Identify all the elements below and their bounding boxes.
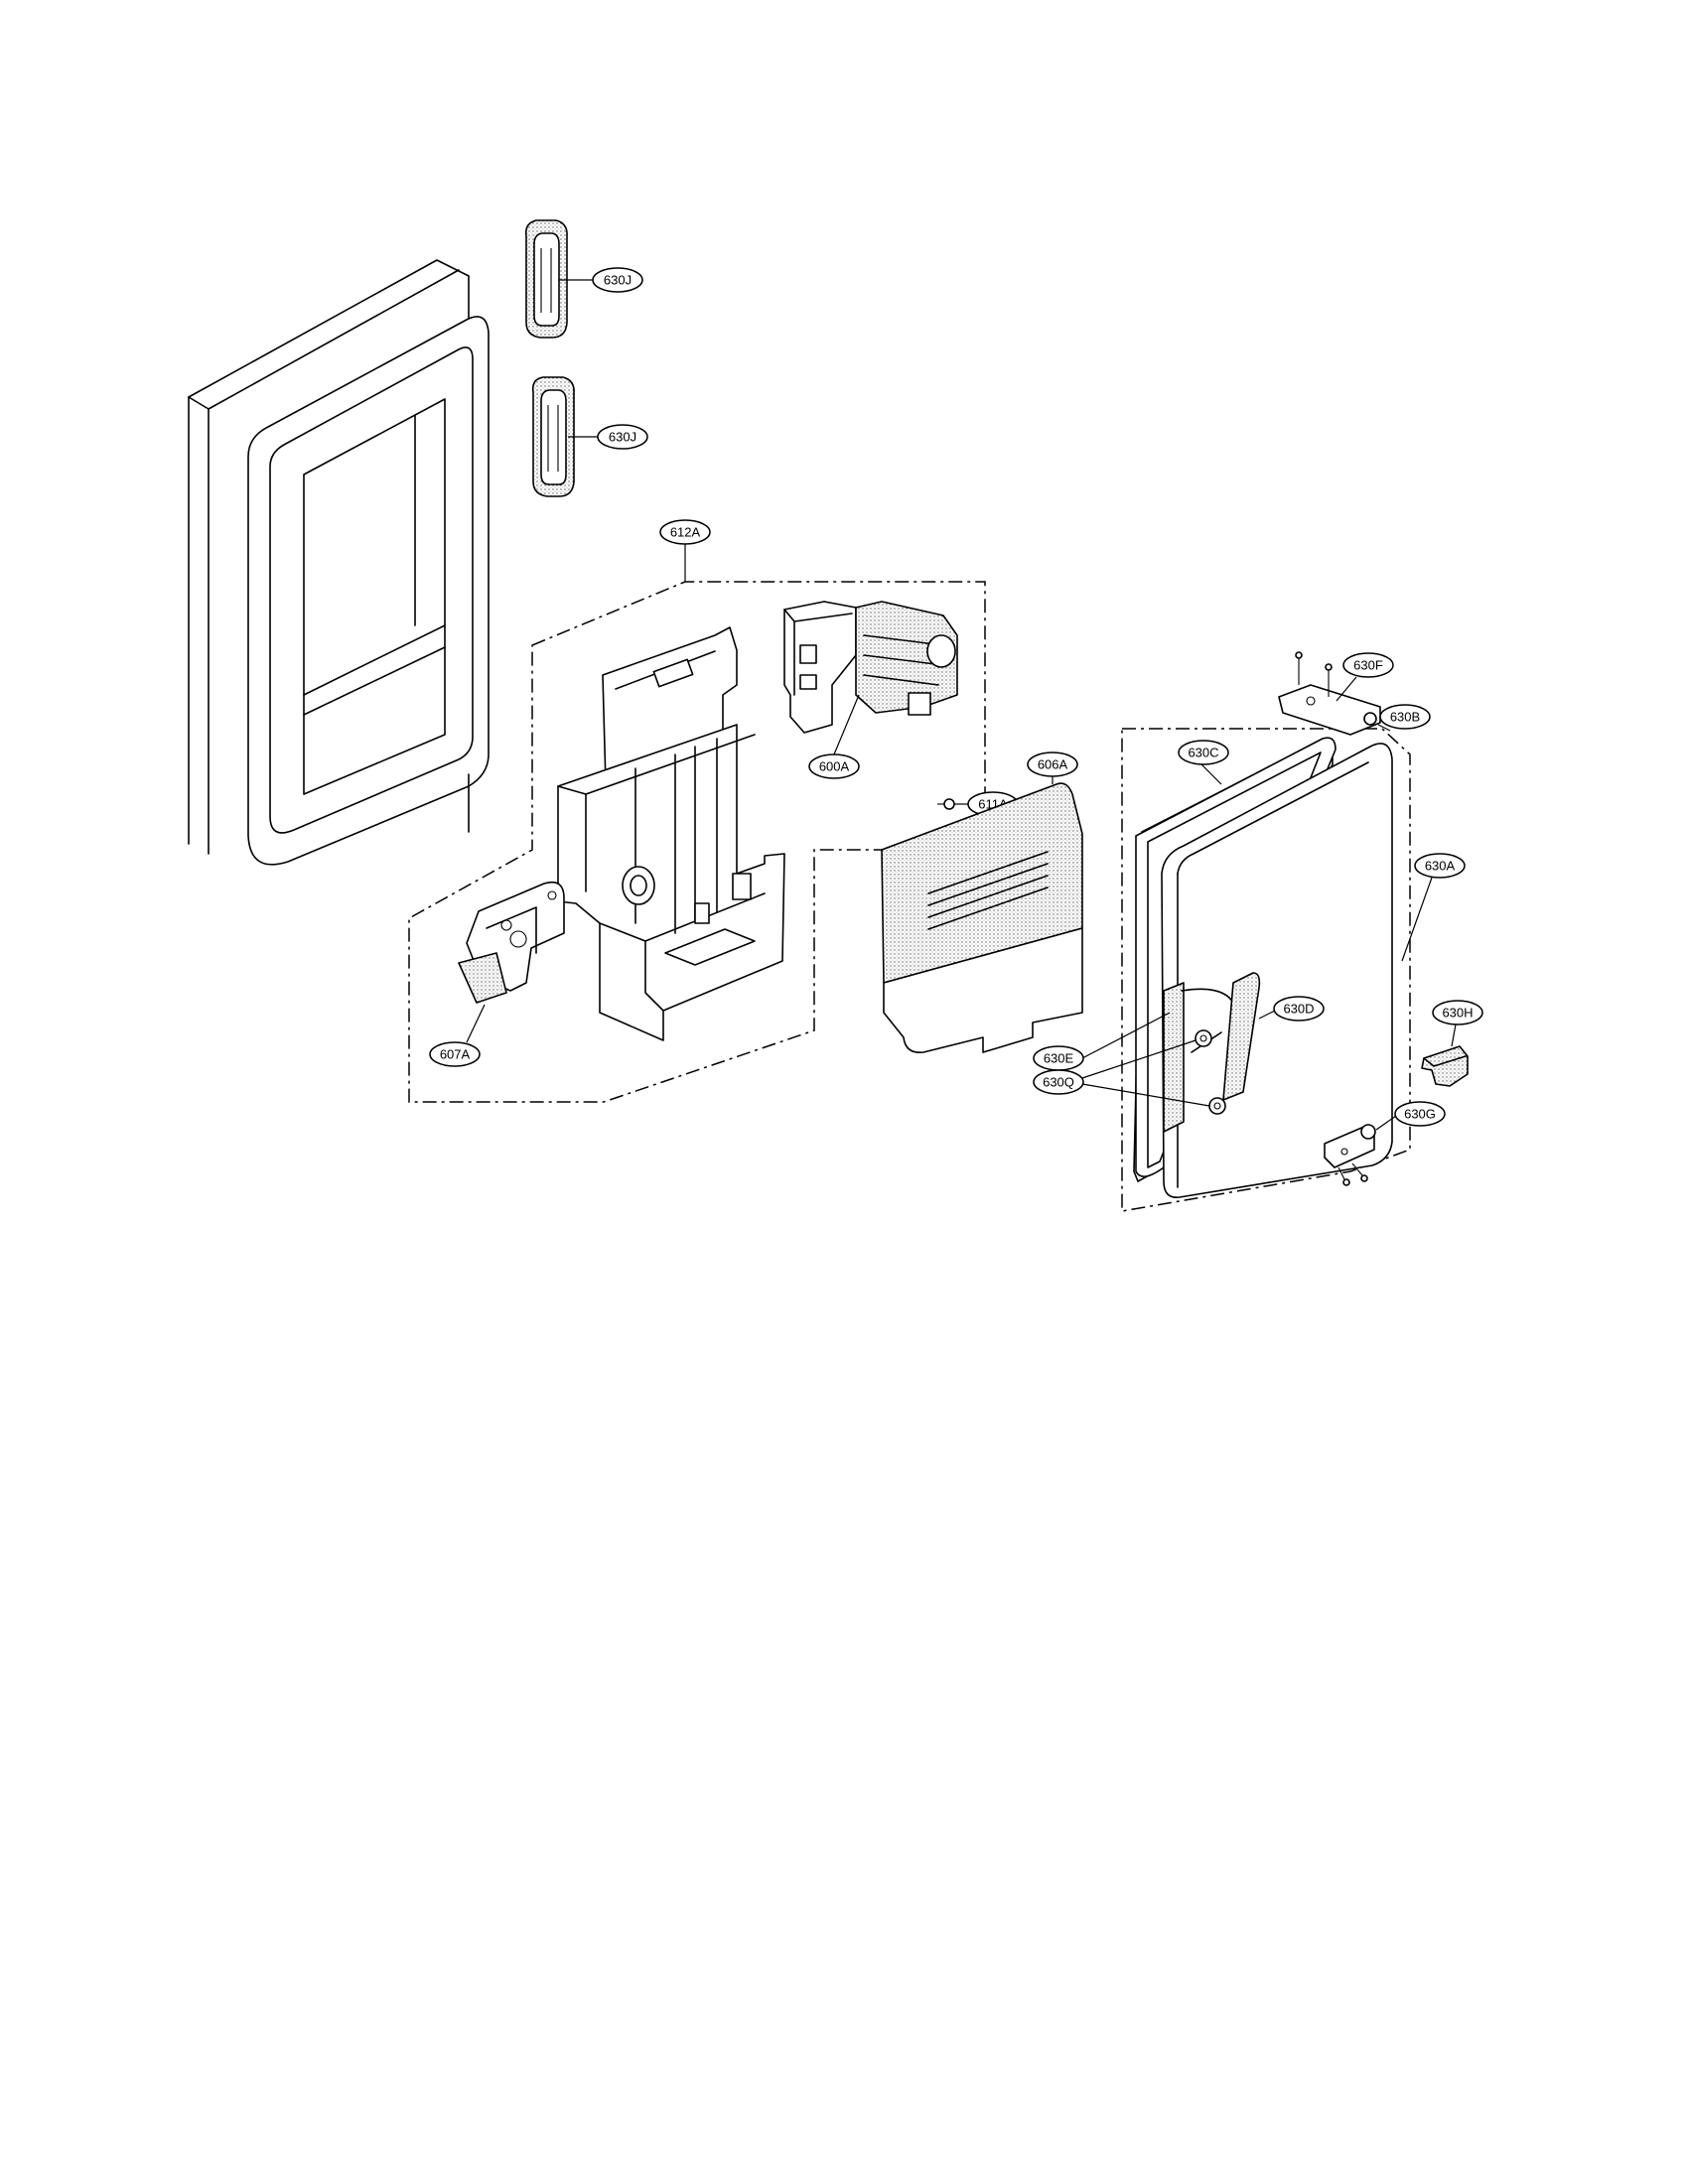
callout-630d-label: 630D bbox=[1283, 1002, 1314, 1017]
callout-630h: 630H bbox=[1432, 1000, 1483, 1025]
callout-630f-label: 630F bbox=[1353, 658, 1383, 673]
part-630g-lower-hinge bbox=[1324, 1124, 1376, 1186]
callout-630g: 630G bbox=[1394, 1101, 1446, 1127]
part-607a-screw bbox=[937, 798, 955, 810]
part-600a-ice-maker bbox=[783, 601, 958, 734]
callout-630a-label: 630A bbox=[1425, 859, 1456, 874]
callout-630e-label: 630E bbox=[1044, 1051, 1074, 1066]
callout-630q: 630Q bbox=[1033, 1069, 1084, 1095]
callout-630h-label: 630H bbox=[1442, 1006, 1473, 1021]
part-630q-washers bbox=[1195, 1029, 1226, 1115]
callout-611a: 606A bbox=[1027, 751, 1078, 777]
callout-606a-label: 607A bbox=[440, 1047, 471, 1062]
callout-606a: 607A bbox=[429, 1041, 481, 1067]
callout-630c-label: 630C bbox=[1188, 746, 1218, 760]
part-630j-upper-cap bbox=[524, 219, 568, 339]
assembly-630a-boundary bbox=[1121, 728, 1411, 1212]
callout-630d: 630D bbox=[1273, 996, 1325, 1022]
part-606a-auger-motor bbox=[458, 881, 565, 1004]
callout-630q-label: 630Q bbox=[1043, 1075, 1074, 1090]
callout-630b-label: 630B bbox=[1390, 710, 1420, 725]
refrigerator-door bbox=[188, 259, 490, 866]
callout-600a: 600A bbox=[808, 753, 860, 779]
callout-630j-lower: 630J bbox=[597, 424, 648, 450]
callout-630f: 630F bbox=[1342, 652, 1394, 678]
callout-630c: 630C bbox=[1178, 740, 1229, 765]
callout-630j-upper: 630J bbox=[592, 267, 643, 293]
callout-611a-label: 606A bbox=[1038, 757, 1068, 772]
part-630f-hinge bbox=[1278, 651, 1381, 736]
callout-600a-label: 600A bbox=[819, 759, 850, 774]
callout-612a-label: 612A bbox=[670, 525, 701, 540]
part-630j-lower-cap bbox=[531, 376, 575, 497]
part-ice-bin-housing bbox=[557, 626, 785, 1041]
callout-612a: 612A bbox=[659, 519, 711, 545]
part-630b-door-panel bbox=[1161, 743, 1393, 1198]
callout-630e: 630E bbox=[1033, 1045, 1084, 1071]
callout-630g-label: 630G bbox=[1404, 1107, 1436, 1122]
part-611a-cover bbox=[881, 782, 1083, 1054]
part-630h-stopper bbox=[1421, 1045, 1469, 1087]
callout-630j-upper-label: 630J bbox=[604, 273, 632, 288]
callout-630j-lower-label: 630J bbox=[609, 430, 636, 445]
callout-630b: 630B bbox=[1379, 704, 1431, 730]
assembly-612a-boundary bbox=[408, 581, 986, 1103]
callout-630a: 630A bbox=[1414, 853, 1466, 879]
